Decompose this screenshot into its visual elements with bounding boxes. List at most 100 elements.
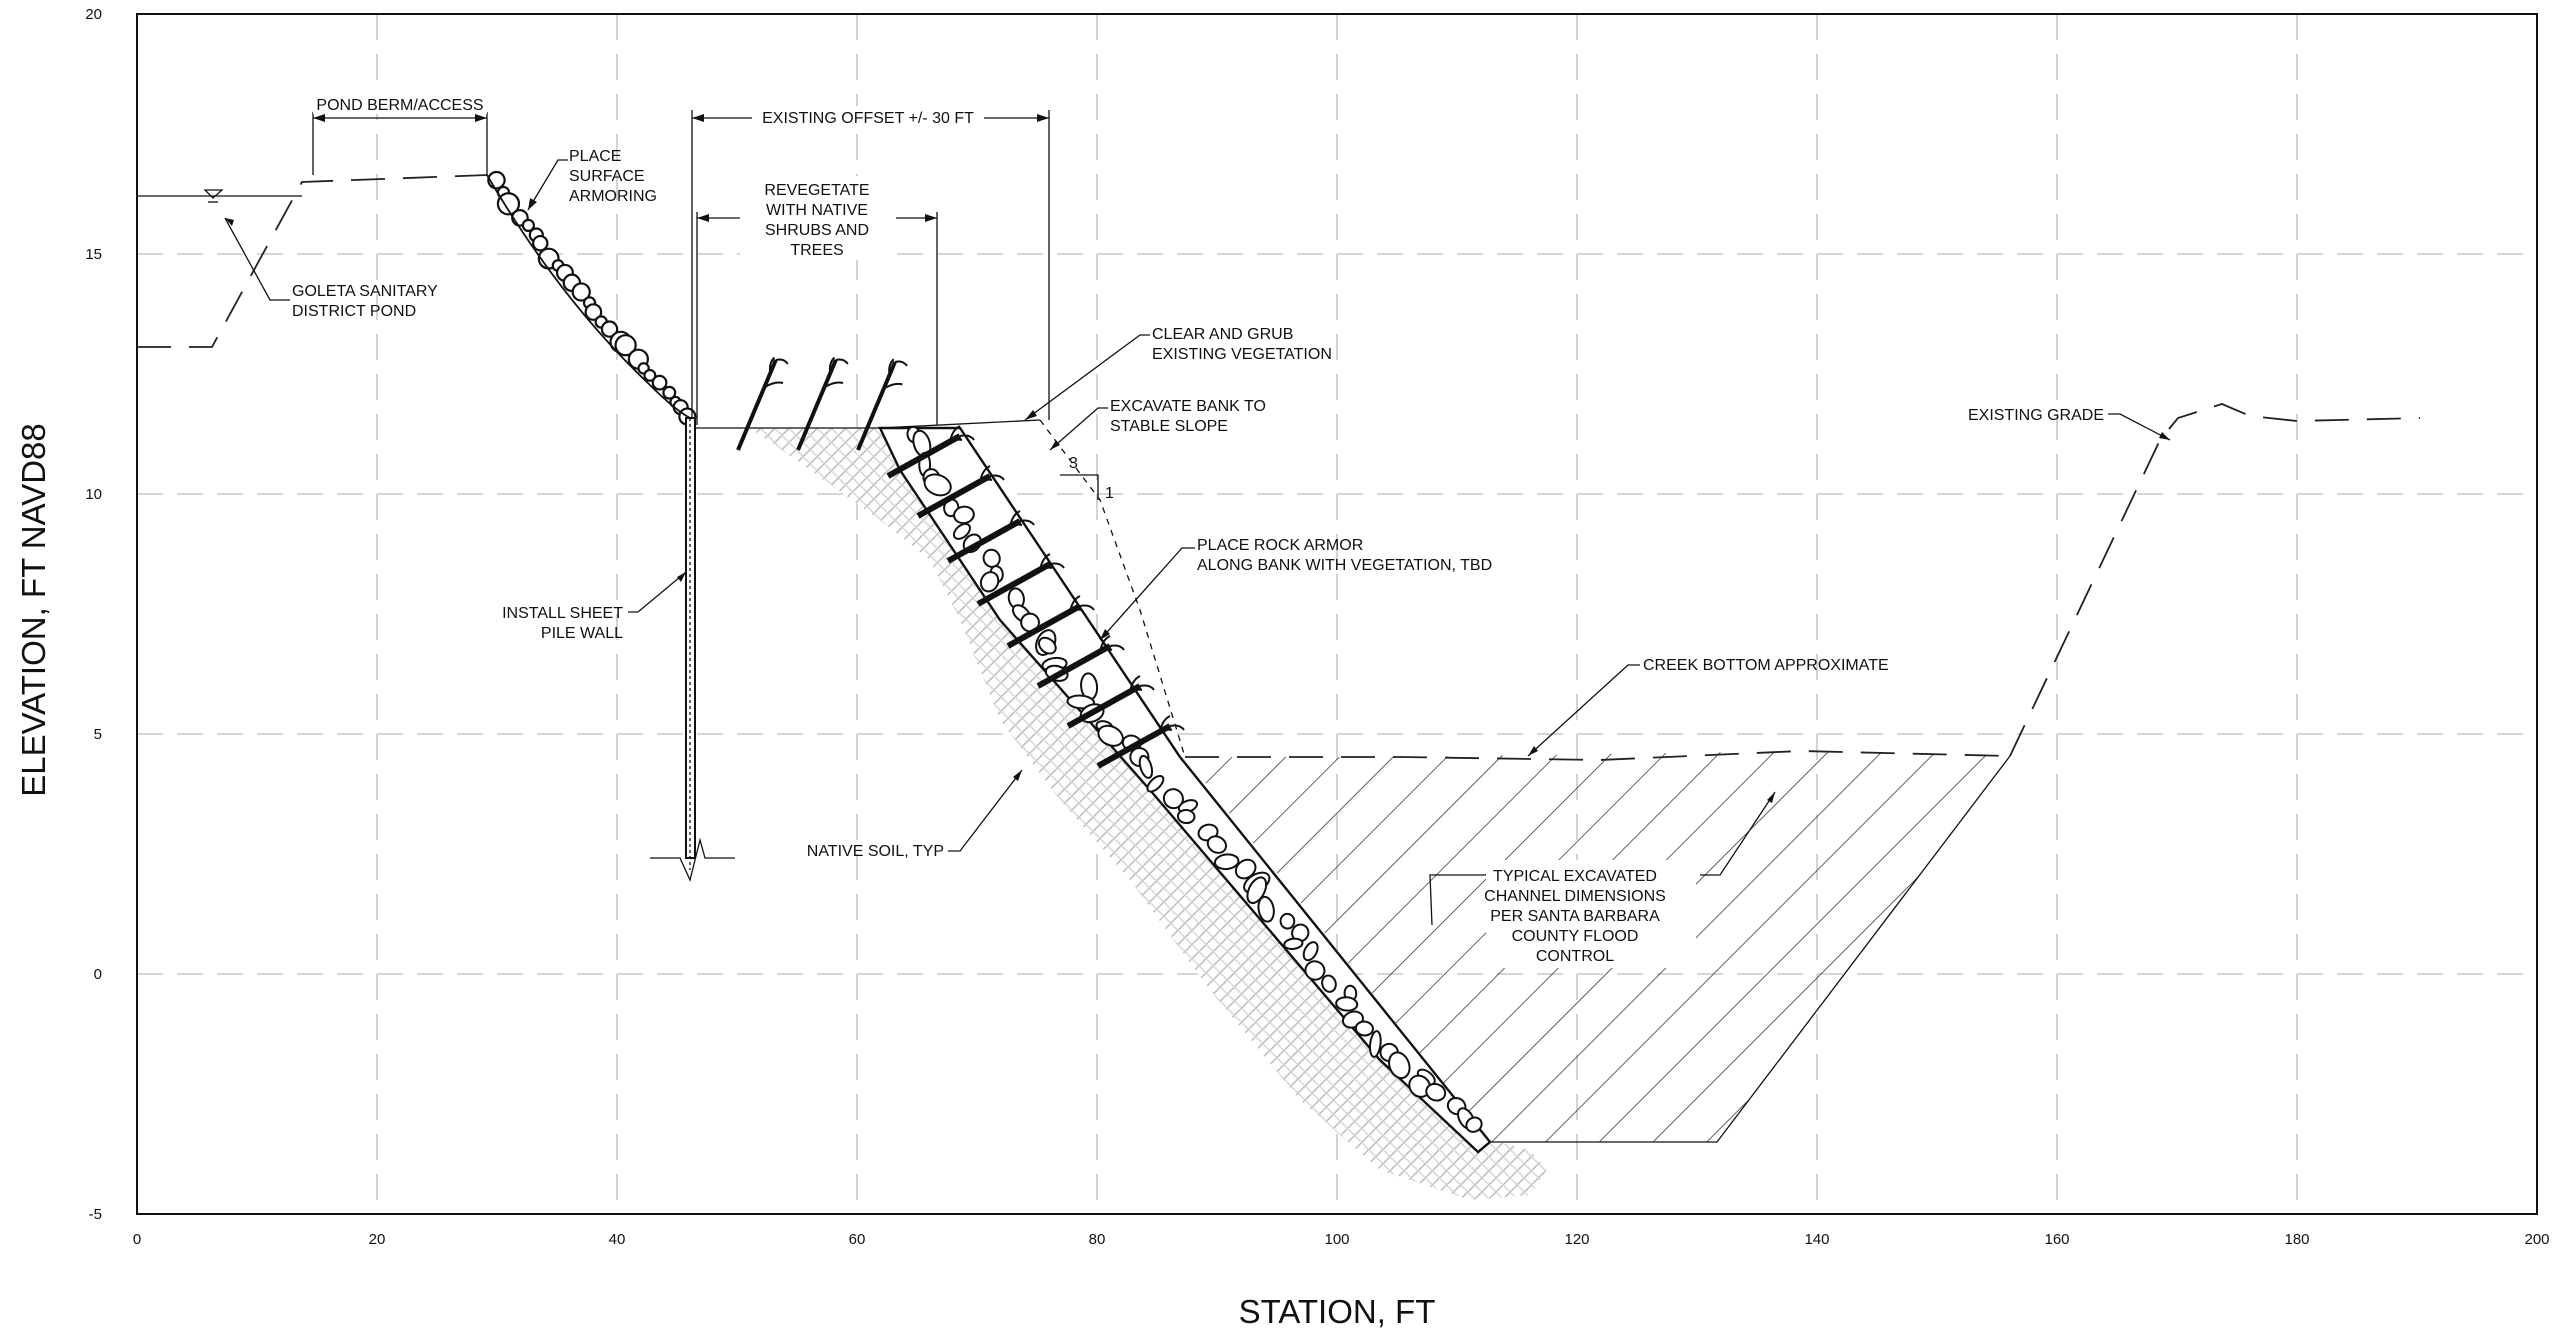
rock-stone [1465,1116,1483,1133]
stable-slope-line [1039,419,1186,758]
bank-planting-icon [976,553,1065,607]
surface-stone [521,218,536,233]
callout-typical-channel: TYPICAL EXCAVATED CHANNEL DIMENSIONS PER… [1429,791,1776,968]
goleta-pond-label-1: GOLETA SANITARY [292,283,438,300]
water-surface-icon [203,189,224,199]
place-surface-label-3: ARMORING [569,188,657,205]
pond-berm-label: POND BERM/ACCESS [316,97,483,114]
rock-armor-band [878,426,1492,1154]
excavate-bank-label-2: STABLE SLOPE [1110,418,1228,435]
existing-offset-dimension: EXISTING OFFSET +/- 30 FT [691,106,1050,420]
slope-rise-label: 1 [1105,485,1114,502]
slope-run-label: 3 [1069,455,1078,472]
callout-rock-armor: PLACE ROCK ARMOR ALONG BANK WITH VEGETAT… [1099,537,1492,641]
surface-stone [643,368,657,382]
planting-icon [796,356,849,451]
surface-stone [584,303,603,321]
rock-stone [1066,694,1096,710]
x-tick-label: 100 [1324,1231,1349,1248]
native-soil-label: NATIVE SOIL, TYP [807,843,944,860]
bank-planting-icon [886,425,975,479]
rock-stone [1138,754,1154,779]
x-tick-label: 180 [2284,1231,2309,1248]
rock-stone [979,571,1000,593]
pond-berm-dimension: POND BERM/ACCESS [312,94,488,175]
rock-stone [1206,835,1228,854]
surface-stone [571,282,591,302]
y-axis-title: ELEVATION, FT NAVD88 [15,423,52,797]
y-tick-label: 0 [94,966,102,983]
rock-stone [1388,1051,1411,1080]
existing-offset-label: EXISTING OFFSET +/- 30 FT [762,110,974,127]
rock-stone [1213,853,1240,871]
rock-armor-label-2: ALONG BANK WITH VEGETATION, TBD [1197,557,1492,574]
revegetate-label-1: REVEGETATE [764,182,869,199]
top-of-bank-ground [690,419,1041,429]
x-tick-label: 140 [1804,1231,1829,1248]
revegetate-dimension: REVEGETATE WITH NATIVE SHRUBS AND TREES [696,176,938,425]
callout-clear-grub: CLEAR AND GRUB EXISTING VEGETATION [1024,326,1332,421]
vegetation-plantings [736,356,1185,769]
callout-existing-grade: EXISTING GRADE [1968,407,2171,441]
rock-stone [923,473,952,497]
callout-native-soil: NATIVE SOIL, TYP [807,769,1023,860]
callout-place-surface: PLACE SURFACE ARMORING [527,148,657,211]
bank-planting-icon [1006,595,1095,649]
bank-planting-icon [946,510,1035,564]
rock-stone [1257,895,1275,923]
place-surface-label-2: SURFACE [569,168,645,185]
berm-slope-line [486,174,691,419]
surface-stone [496,192,521,216]
bank-planting-icon [1066,675,1155,729]
rock-stone [1368,1030,1382,1058]
typical-channel-label-2: CHANNEL DIMENSIONS [1484,888,1666,905]
existing-grade-label: EXISTING GRADE [1968,407,2104,424]
x-tick-labels: 0 20 40 60 80 100 120 140 160 180 200 [133,1231,2550,1248]
typical-channel-label-1: TYPICAL EXCAVATED [1493,868,1657,885]
y-tick-label: -5 [89,1206,102,1223]
rock-stone [1321,974,1337,993]
creek-bottom-label: CREEK BOTTOM APPROXIMATE [1643,657,1889,674]
y-tick-label: 10 [85,486,102,503]
revegetate-label-2: WITH NATIVE [766,202,868,219]
existing-grade-left [137,174,488,348]
clear-grub-label-2: EXISTING VEGETATION [1152,346,1332,363]
callout-goleta-pond: GOLETA SANITARY DISTRICT POND [224,217,438,320]
x-axis-title: STATION, FT [1239,1293,1436,1330]
x-tick-label: 40 [609,1231,626,1248]
rock-stone [1335,996,1359,1012]
bank-planting-icon [1096,715,1185,769]
excavated-channel-outline [1490,755,2011,1143]
surface-armoring-stones [487,170,697,426]
x-tick-label: 60 [849,1231,866,1248]
y-tick-label: 5 [94,726,102,743]
rock-stone [1246,876,1268,905]
excavate-bank-label-1: EXCAVATE BANK TO [1110,398,1266,415]
rock-armor-stones [906,425,1483,1133]
y-tick-label: 20 [85,6,102,23]
goleta-pond-label-2: DISTRICT POND [292,303,416,320]
sheet-pile-label-2: PILE WALL [541,625,623,642]
bank-planting-icon [916,465,1005,519]
y-tick-label: 15 [85,246,102,263]
place-surface-label-1: PLACE [569,148,621,165]
rock-stone [952,522,971,540]
surface-stone [600,320,619,338]
rock-stone [1037,636,1057,655]
clear-grub-label-1: CLEAR AND GRUB [1152,326,1293,343]
typical-channel-label-3: PER SANTA BARBARA [1490,908,1660,925]
callout-sheet-pile: INSTALL SHEET PILE WALL [502,571,687,642]
surface-stone [532,234,549,252]
rock-stone [1176,808,1196,825]
creek-bottom-line [1185,750,2011,761]
rock-stone [1283,937,1304,951]
sheet-pile-label-1: INSTALL SHEET [502,605,623,622]
rock-stone [1354,1020,1374,1037]
callout-creek-bottom: CREEK BOTTOM APPROXIMATE [1527,657,1889,757]
plot-frame [136,13,2538,1215]
bank-planting-icon [1036,635,1125,689]
y-tick-labels: 20 15 10 5 0 -5 [85,6,102,1223]
rock-stone [1302,941,1319,962]
planting-icon [856,358,908,451]
rock-stone [1425,1082,1447,1102]
